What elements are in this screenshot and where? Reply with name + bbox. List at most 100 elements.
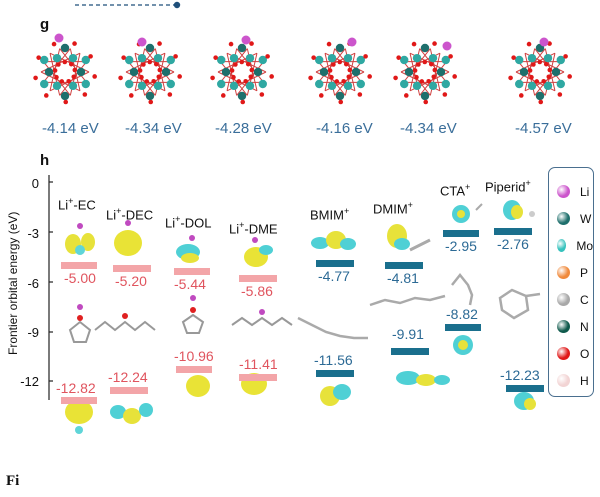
cluster-structure-2 [118, 37, 182, 105]
cluster-energy-1: -4.14 eV [42, 120, 99, 137]
cluster-energy-6: -4.57 eV [515, 120, 572, 137]
homo-bar-li-dec [110, 387, 148, 394]
y-tick-12: -12 [20, 374, 39, 389]
homo-value-li-ec: -12.82 [56, 380, 96, 396]
legend-label: O [580, 346, 590, 361]
legend-item-li: Li [557, 178, 593, 205]
cluster-energy-4: -4.16 eV [316, 120, 373, 137]
legend-label: P [580, 265, 589, 280]
atom-p-icon [557, 266, 570, 279]
lumo-value-bmim: -4.77 [318, 268, 350, 284]
y-axis [48, 175, 53, 400]
lumo-li-ec [65, 223, 95, 255]
y-tick-9: -9 [27, 325, 39, 340]
homo-value-cta: -8.82 [446, 306, 478, 322]
lumo-value-cta: -2.95 [445, 238, 477, 254]
lumo-bar-li-ec [61, 262, 97, 269]
homo-value-bmim: -11.56 [314, 352, 353, 368]
homo-value-li-dme: -11.41 [239, 356, 278, 372]
legend-item-c: C [557, 286, 593, 313]
atom-h-icon [557, 374, 570, 387]
cluster-structure-5 [393, 41, 457, 105]
legend-label: C [580, 292, 589, 307]
atom-li-icon [557, 185, 570, 198]
homo-bar-piperid [506, 385, 544, 392]
lumo-value-li-ec: -5.00 [64, 270, 96, 286]
homo-bar-li-ec [61, 397, 97, 404]
skeleton-bmim [297, 316, 368, 340]
cluster-energy-3: -4.28 eV [215, 120, 272, 137]
legend-label: Li [580, 184, 590, 199]
homo-value-li-dec: -12.24 [108, 369, 148, 385]
cluster-structure-6 [508, 37, 572, 105]
lumo-cta [452, 203, 483, 223]
lumo-piperid [503, 200, 535, 220]
lumo-bar-dmim [385, 262, 423, 269]
skeleton-dmim [369, 294, 446, 307]
skeleton-li-dol [181, 295, 205, 334]
homo-bmim [320, 384, 351, 406]
molecule-label-cta: CTA+ [440, 182, 471, 199]
lumo-value-li-dec: -5.20 [115, 273, 147, 289]
figure-caption-fragment: Fi [6, 473, 20, 489]
legend-label: H [580, 373, 589, 388]
panel-h-label: h [40, 152, 50, 169]
skeleton-piperid [498, 288, 541, 320]
cluster-energy-2: -4.34 eV [125, 120, 182, 137]
homo-value-piperid: -12.23 [500, 367, 540, 383]
homo-bar-bmim [316, 370, 354, 377]
lumo-bar-bmim [316, 260, 354, 267]
lumo-value-li-dme: -5.86 [241, 283, 273, 299]
lumo-dmim [387, 224, 431, 252]
skeleton-li-ec [68, 304, 92, 343]
lumo-value-li-dol: -5.44 [174, 276, 206, 292]
atom-mo-icon [557, 239, 567, 252]
homo-piperid [514, 392, 536, 410]
homo-li-dec [110, 403, 153, 424]
panel-g-label: g [40, 16, 50, 33]
molecule-label-li-ec: Li+-EC [58, 196, 96, 213]
molecule-label-li-dme: Li+-DME [229, 220, 278, 237]
legend-label: W [580, 211, 592, 226]
homo-bar-li-dme [239, 374, 277, 381]
homo-dmim [396, 371, 450, 386]
legend-item-h: H [557, 367, 593, 394]
homo-value-li-dol: -10.96 [174, 348, 214, 364]
legend-label: N [580, 319, 589, 334]
y-tick-3: -3 [27, 226, 39, 241]
homo-value-dmim: -9.91 [392, 326, 424, 342]
skeleton-cta [451, 272, 474, 306]
legend-label: Mo [576, 238, 593, 253]
legend-item-n: N [557, 313, 593, 340]
legend-item-p: P [557, 259, 593, 286]
lumo-bar-li-dol [174, 268, 210, 275]
atom-c-icon [557, 293, 570, 306]
skeleton-li-dme [231, 309, 293, 327]
lumo-value-dmim: -4.81 [387, 270, 419, 286]
cluster-structure-4 [308, 37, 372, 105]
legend-item-o: O [557, 340, 593, 367]
lumo-li-dol [176, 235, 200, 263]
cluster-energy-5: -4.34 eV [400, 120, 457, 137]
molecule-label-li-dec: Li+-DEC [106, 206, 154, 223]
y-tick-6: -6 [27, 276, 39, 291]
skeleton-li-dec [94, 313, 156, 332]
legend-item-mo: Mo [557, 232, 593, 259]
atom-n-icon [557, 320, 570, 333]
homo-bar-li-dol [176, 366, 212, 373]
homo-li-dol [186, 375, 210, 397]
molecule-label-piperid: Piperid+ [485, 178, 531, 195]
lumo-li-dec [114, 220, 142, 256]
lumo-bar-cta [443, 230, 479, 237]
atom-o-icon [557, 347, 570, 360]
homo-li-ec [65, 400, 93, 434]
lumo-value-piperid: -2.76 [497, 236, 529, 252]
lumo-li-dme [244, 237, 273, 267]
atom-w-icon [557, 212, 570, 225]
lumo-bar-li-dec [113, 265, 151, 272]
homo-bar-cta [445, 324, 481, 331]
lumo-bmim [311, 231, 356, 250]
molecule-label-bmim: BMIM+ [310, 206, 350, 223]
